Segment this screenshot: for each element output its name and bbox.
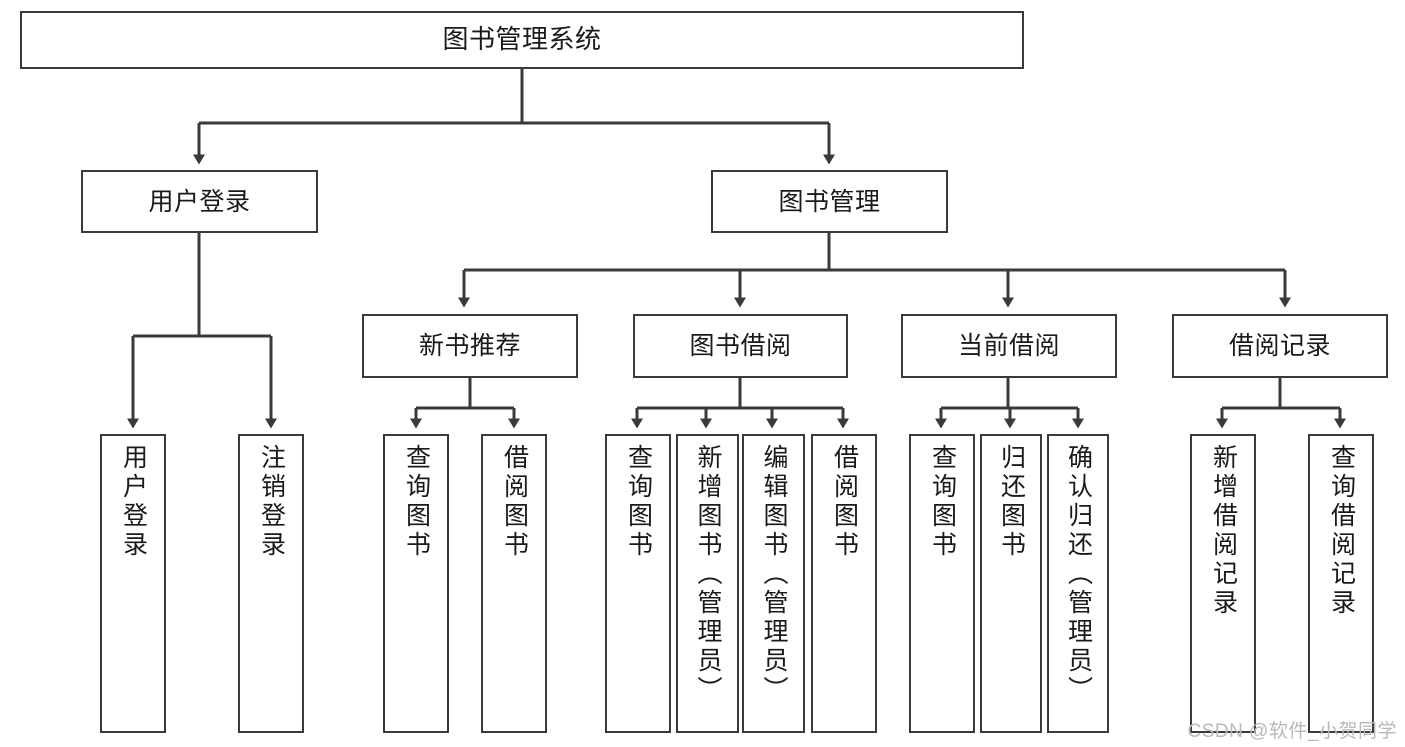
watermark: CSDN @软件_小贺同学 <box>1187 721 1397 742</box>
leaf-borrow-record-query[interactable]: 查询借阅记录 <box>1308 434 1374 733</box>
leaf-borrow-record-add-label: 新增借阅记录 <box>1209 444 1238 618</box>
leaf-current-borrow-confirm[interactable]: 确认归还（管理员） <box>1047 434 1109 733</box>
node-root[interactable]: 图书管理系统 <box>20 11 1024 69</box>
node-new-book-recommend-label: 新书推荐 <box>418 332 521 360</box>
leaf-borrow-record-query-label: 查询借阅记录 <box>1327 444 1356 618</box>
node-root-label: 图书管理系统 <box>442 24 602 55</box>
leaf-current-borrow-return[interactable]: 归还图书 <box>980 434 1042 733</box>
leaf-user-login-signout-label: 注销登录 <box>257 444 286 560</box>
leaf-book-borrow-add-label: 新增图书（管理员） <box>694 444 722 705</box>
leaf-new-book-query[interactable]: 查询图书 <box>383 434 449 733</box>
node-user-login[interactable]: 用户登录 <box>81 170 318 233</box>
leaf-borrow-record-add[interactable]: 新增借阅记录 <box>1190 434 1256 733</box>
leaf-new-book-borrow[interactable]: 借阅图书 <box>481 434 547 733</box>
leaf-current-borrow-return-label: 归还图书 <box>997 444 1026 560</box>
node-book-borrow[interactable]: 图书借阅 <box>633 314 848 378</box>
leaf-book-borrow-edit-label: 编辑图书（管理员） <box>760 444 788 705</box>
leaf-book-borrow-add[interactable]: 新增图书（管理员） <box>676 434 739 733</box>
node-borrow-record-label: 借阅记录 <box>1228 332 1331 360</box>
leaf-new-book-borrow-label: 借阅图书 <box>500 444 529 560</box>
leaf-current-borrow-query-label: 查询图书 <box>928 444 957 560</box>
node-new-book-recommend[interactable]: 新书推荐 <box>362 314 578 378</box>
node-book-management-label: 图书管理 <box>778 187 881 216</box>
node-user-login-label: 用户登录 <box>148 187 251 216</box>
leaf-new-book-query-label: 查询图书 <box>402 444 431 560</box>
leaf-current-borrow-confirm-label: 确认归还（管理员） <box>1064 444 1093 705</box>
leaf-book-borrow-query[interactable]: 查询图书 <box>605 434 671 733</box>
leaf-user-login-signin-label: 用户登录 <box>119 444 148 560</box>
leaf-user-login-signout[interactable]: 注销登录 <box>238 434 304 733</box>
leaf-book-borrow-edit[interactable]: 编辑图书（管理员） <box>742 434 805 733</box>
leaf-book-borrow-query-label: 查询图书 <box>624 444 653 560</box>
leaf-user-login-signin[interactable]: 用户登录 <box>100 434 166 733</box>
node-book-management[interactable]: 图书管理 <box>711 170 948 233</box>
leaf-current-borrow-query[interactable]: 查询图书 <box>909 434 975 733</box>
node-current-borrow-label: 当前借阅 <box>957 332 1060 360</box>
leaf-book-borrow-lend-label: 借阅图书 <box>830 444 859 560</box>
leaf-book-borrow-lend[interactable]: 借阅图书 <box>811 434 877 733</box>
node-current-borrow[interactable]: 当前借阅 <box>901 314 1117 378</box>
node-borrow-record[interactable]: 借阅记录 <box>1172 314 1388 378</box>
node-book-borrow-label: 图书借阅 <box>689 332 792 360</box>
